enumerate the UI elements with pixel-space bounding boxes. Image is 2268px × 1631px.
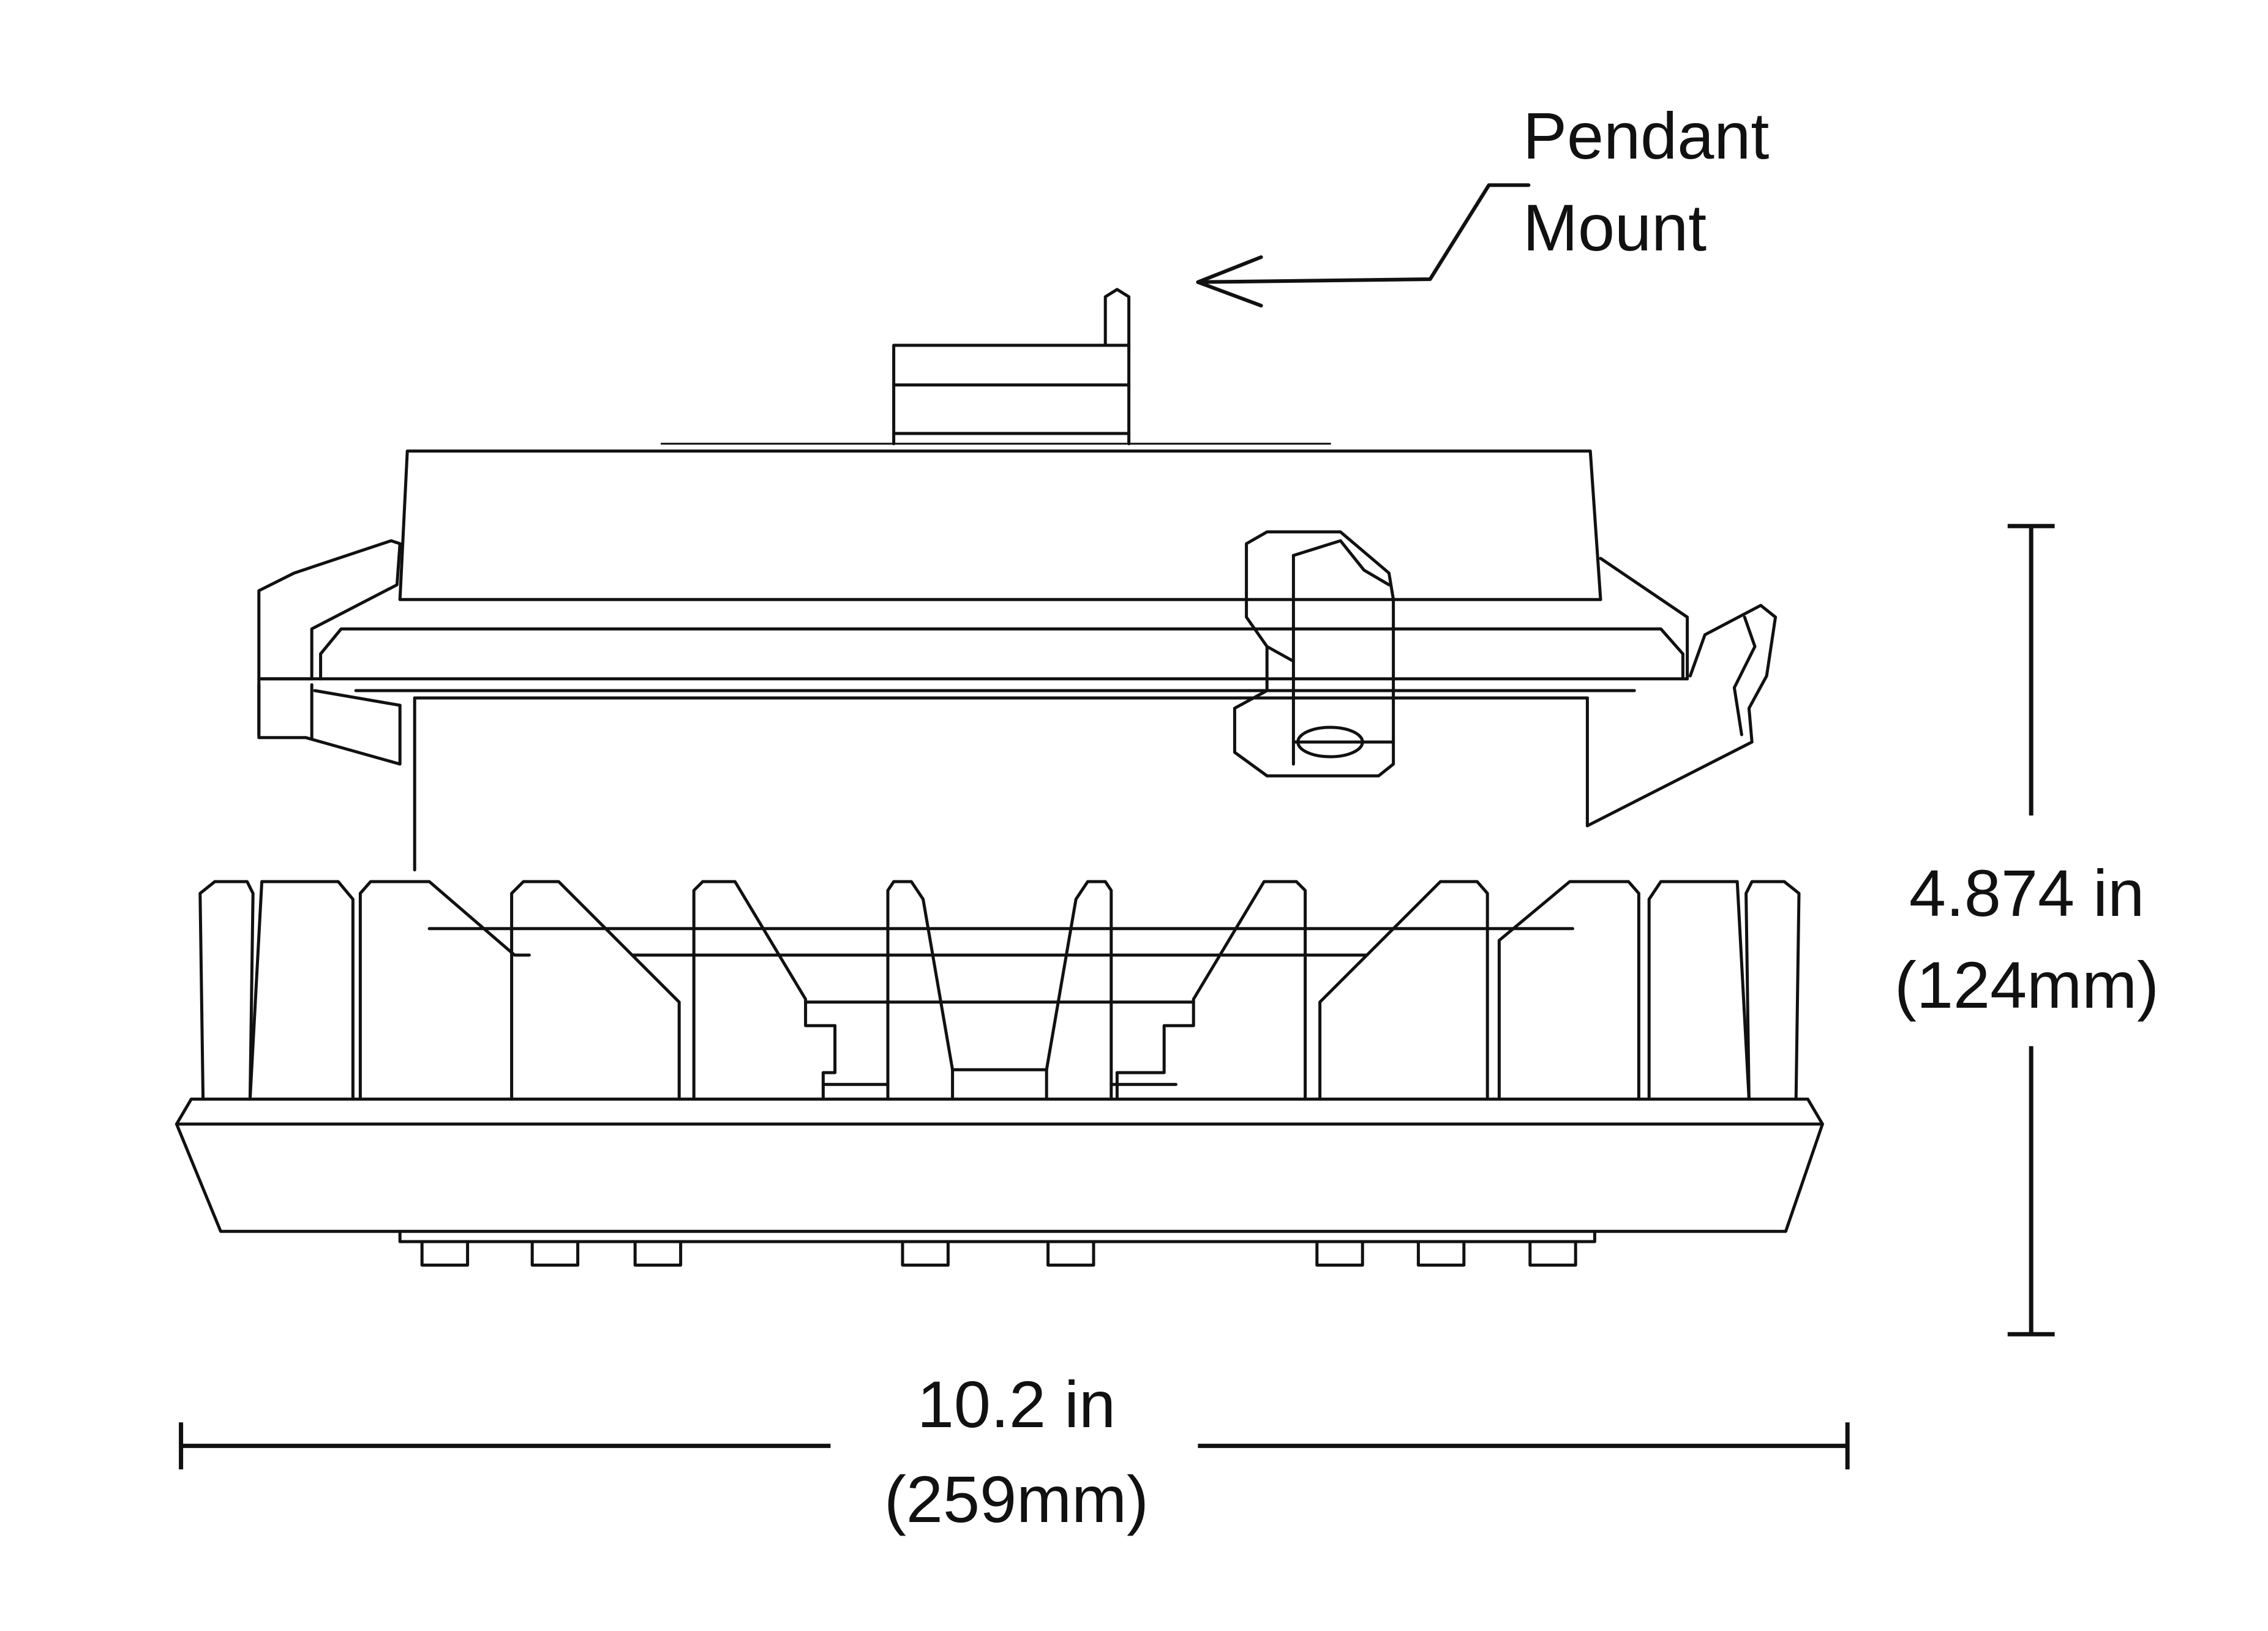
- center-clamp-latch: [1234, 532, 1393, 776]
- pendant-mount-label-line2: Mount: [1523, 190, 1707, 264]
- left-latch: [259, 541, 400, 764]
- upper-housing: [259, 444, 1688, 870]
- width-imperial-label: 10.2 in: [917, 1367, 1116, 1441]
- right-latch-handle: [1587, 558, 1775, 826]
- height-dimension-line: [2008, 526, 2055, 1334]
- pendant-mount-bracket: [894, 290, 1129, 444]
- heat-sink-fins: [200, 882, 1799, 1099]
- width-dimension-line: [181, 1422, 1848, 1469]
- pendant-mount-label-line1: Pendant: [1523, 99, 1770, 173]
- callout-arrow: [1198, 185, 1528, 306]
- base-ring: [176, 1099, 1822, 1242]
- base-feet: [422, 1242, 1575, 1265]
- width-metric-label: (259mm): [884, 1462, 1149, 1536]
- height-metric-label: (124mm): [1894, 948, 2160, 1022]
- height-imperial-label: 4.874 in: [1909, 856, 2145, 930]
